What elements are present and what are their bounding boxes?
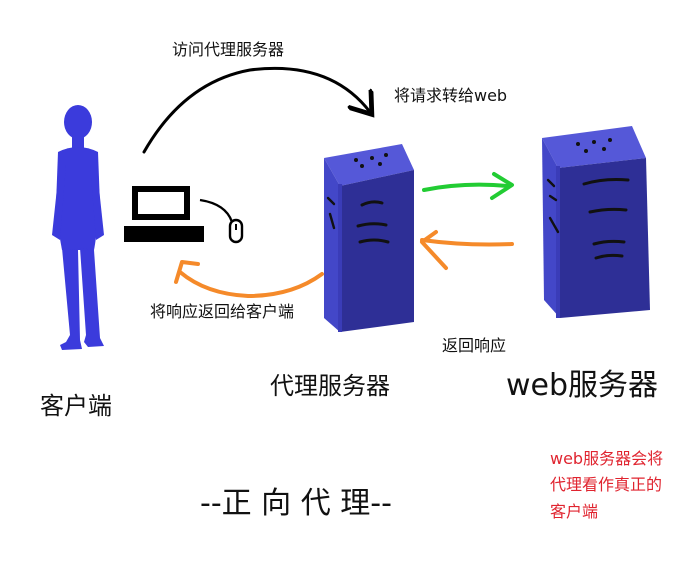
label-web-server: web服务器	[506, 368, 659, 403]
forward-arrow-green	[422, 172, 514, 200]
diagram-title: --正 向 代 理--	[200, 486, 392, 521]
label-proxy-server: 代理服务器	[270, 372, 390, 400]
request-arrow-black	[142, 66, 370, 154]
web-server-icon	[542, 126, 650, 318]
note-line-1: web服务器会将	[550, 449, 664, 468]
client-person-icon	[52, 105, 104, 350]
label-return-to-client: 将响应返回给客户端	[150, 302, 295, 321]
label-client: 客户端	[40, 392, 112, 420]
label-visit-proxy: 访问代理服务器	[172, 40, 285, 59]
label-return-response: 返回响应	[442, 336, 507, 355]
label-forward-to-web: 将请求转给web	[394, 86, 508, 105]
response-arrow-orange	[420, 230, 514, 270]
computer-icon	[124, 186, 244, 244]
note-line-2: 代理看作真正的	[550, 475, 663, 495]
proxy-server-icon	[324, 144, 414, 332]
note-text: web服务器会将 代理看作真正的 客户端	[550, 446, 690, 525]
return-arrow-orange	[174, 260, 324, 298]
note-line-3: 客户端	[550, 501, 599, 521]
